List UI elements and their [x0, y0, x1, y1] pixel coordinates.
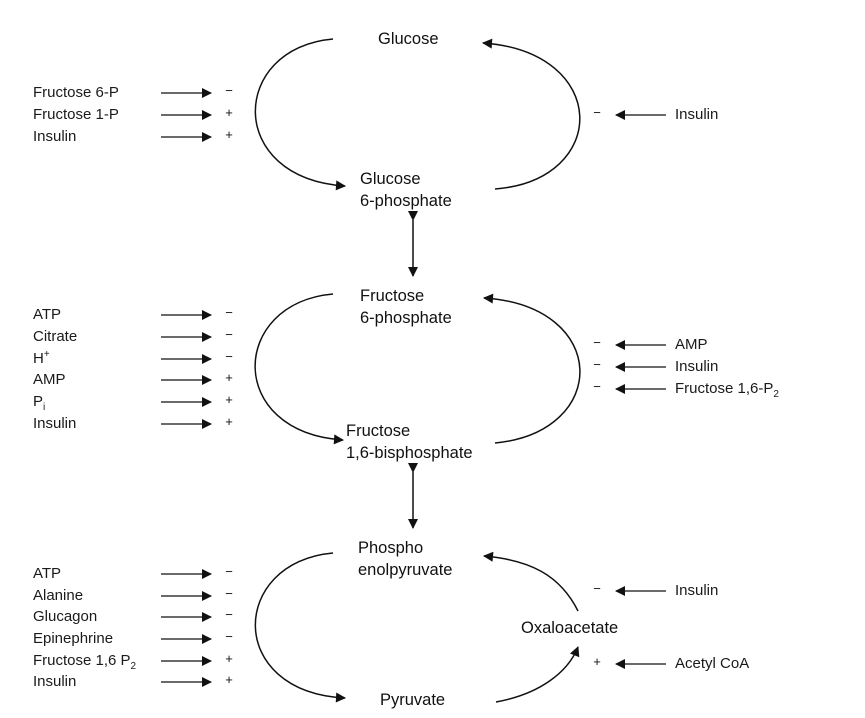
node-label: 6-phosphate	[360, 309, 452, 327]
inhibition-sign: −	[593, 105, 601, 120]
node-pyruvate: Pyruvate	[380, 689, 445, 711]
activation-sign: +	[225, 127, 233, 142]
regulator-name: Insulin	[675, 358, 719, 375]
inhibition-sign: −	[225, 83, 233, 98]
regulator-name: Insulin	[675, 582, 719, 599]
node-phosphoenolpyruvate: Phospho enolpyruvate	[358, 537, 452, 581]
node-glucose-6-phosphate: Glucose 6-phosphate	[360, 168, 452, 212]
regulator-name: Fructose 6-P	[33, 84, 119, 101]
inhibition-sign: −	[593, 357, 601, 372]
regulator-name: Insulin	[33, 415, 77, 432]
regulator-name: ATP	[33, 306, 62, 323]
regulator-name: Fructose 1,6-P2	[675, 380, 779, 400]
regulator-name: Fructose 1-P	[33, 106, 119, 123]
activation-sign: +	[593, 654, 601, 669]
regulator-name: AMP	[675, 336, 708, 353]
node-fructose-1-6-bisphosphate: Fructose 1,6-bisphosphate	[346, 420, 473, 464]
regulator-arrows	[161, 88, 666, 687]
node-label: Fructose	[346, 422, 411, 440]
regulator-name: H+	[33, 349, 50, 368]
node-label: Fructose	[360, 287, 425, 305]
node-label: 6-phosphate	[360, 192, 452, 210]
inhibition-sign: −	[225, 564, 233, 579]
regulator-name: Insulin	[675, 106, 719, 123]
arc-pyruvate-to-oxaloacetate	[495, 646, 580, 703]
node-fructose-6-phosphate: Fructose 6-phosphate	[360, 285, 452, 329]
inhibition-sign: −	[593, 335, 601, 350]
regulator-name: Citrate	[33, 328, 78, 345]
inhibition-sign: −	[225, 629, 233, 644]
inhibition-sign: −	[593, 581, 601, 596]
node-label: Glucose	[378, 30, 439, 48]
activation-sign: +	[225, 105, 233, 120]
arc-f16bp-to-f6p	[483, 293, 581, 444]
activation-sign: +	[225, 392, 233, 407]
regulator-name: Fructose 1,6 P2	[33, 652, 137, 672]
arc-oxaloacetate-to-pep	[483, 551, 579, 612]
inhibition-sign: −	[225, 305, 233, 320]
arc-g6p-to-glucose	[482, 38, 581, 190]
regulator-name: Insulin	[33, 128, 77, 145]
node-glucose: Glucose	[378, 28, 439, 50]
node-label: Phospho	[358, 539, 424, 557]
regulator-name: ATP	[33, 565, 62, 582]
activation-sign: +	[225, 414, 233, 429]
arc-glucose-to-g6p	[254, 38, 346, 191]
node-label: Oxaloacetate	[521, 619, 619, 637]
inhibition-sign: −	[225, 327, 233, 342]
inhibition-sign: −	[225, 607, 233, 622]
regulator-name: Glucagon	[33, 608, 98, 625]
inhibition-sign: −	[593, 379, 601, 394]
regulator-name: Epinephrine	[33, 630, 114, 647]
node-label: Pyruvate	[380, 691, 446, 709]
arc-pep-to-pyruvate	[254, 552, 346, 703]
inhibition-sign: −	[225, 586, 233, 601]
regulator-name: Insulin	[33, 673, 77, 690]
regulator-name: Alanine	[33, 587, 84, 604]
activation-sign: +	[225, 672, 233, 687]
regulator-name: Pi	[33, 393, 46, 413]
activation-sign: +	[225, 370, 233, 385]
arc-f6p-to-f16bp	[254, 293, 344, 445]
node-label: Glucose	[360, 170, 421, 188]
node-label: enolpyruvate	[358, 561, 453, 579]
node-oxaloacetate: Oxaloacetate	[521, 617, 618, 639]
activation-sign: +	[225, 651, 233, 666]
regulator-name: AMP	[33, 371, 66, 388]
regulator-name: Acetyl CoA	[675, 655, 750, 672]
node-label: 1,6-bisphosphate	[346, 444, 473, 462]
inhibition-sign: −	[225, 349, 233, 364]
